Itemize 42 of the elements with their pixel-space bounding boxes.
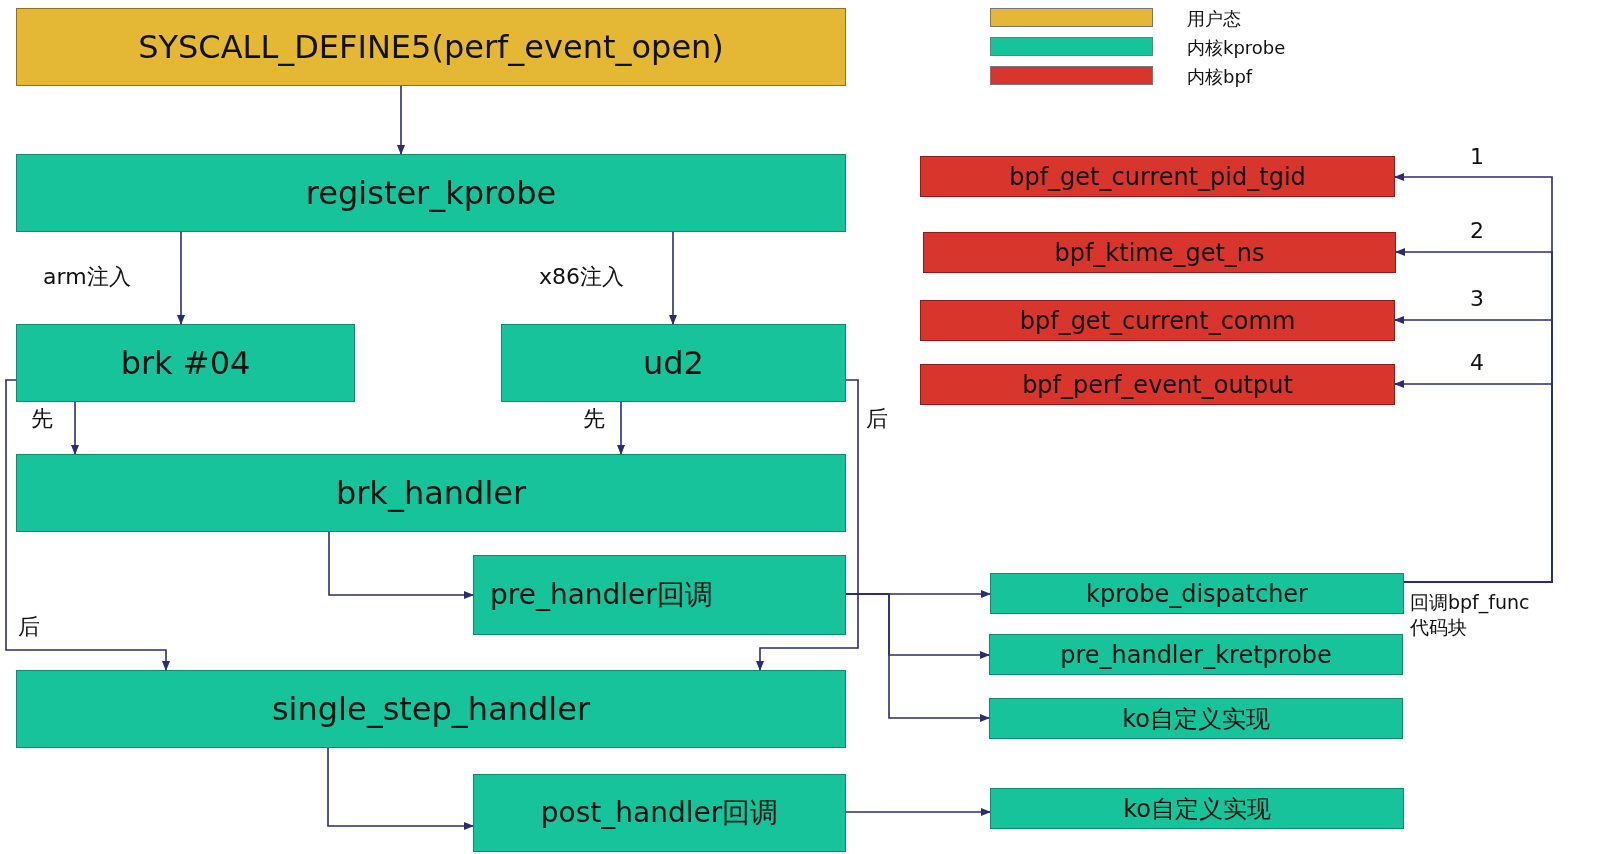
edge-label: 后 [18,613,40,641]
arrow [397,85,405,155]
legend-label: 内核kprobe [1187,36,1286,60]
instruction-box: brk #04 [16,324,355,402]
edge-label: 4 [1470,350,1484,375]
helper-box: bpf_ktime_get_ns [923,232,1396,273]
legend-label: 内核bpf [1187,65,1253,89]
edge-label: arm注入 [43,263,131,291]
arrow [5,379,170,671]
arrow [845,593,990,722]
arrow [617,401,625,455]
callback-box: pre_handler回调 [473,555,846,635]
instruction-box: ud2 [501,324,846,402]
helper-box: bpf_get_current_pid_tgid [920,156,1395,197]
arrow [756,379,859,671]
function-box: SYSCALL_DEFINE5(perf_event_open) [16,8,846,86]
arrow [327,747,474,830]
arrow [328,531,474,599]
edge-label: 3 [1470,286,1484,311]
function-box: ko自定义实现 [990,788,1404,829]
edge-label: 1 [1470,144,1484,169]
edge-label: 2 [1470,218,1484,243]
edge-label: 先 [31,405,53,433]
edge-label: 先 [583,405,605,433]
arrow [845,808,991,816]
function-box: brk_handler [16,454,846,532]
arrow [669,231,677,325]
edge-label: x86注入 [539,263,624,291]
callout-text: 回调bpf_func 代码块 [1410,590,1531,640]
edge-label: 后 [866,405,888,433]
helper-box: bpf_perf_event_output [920,364,1395,405]
function-box: register_kprobe [16,154,846,232]
function-box: ko自定义实现 [989,698,1403,739]
arrow [71,401,79,455]
function-box: single_step_handler [16,670,846,748]
arrow [1394,380,1553,583]
arrow [177,231,185,325]
callback-box: post_handler回调 [473,774,846,852]
function-box: pre_handler_kretprobe [989,634,1403,675]
legend-label: 用户态 [1187,7,1241,31]
function-box: kprobe_dispatcher [990,573,1404,614]
helper-box: bpf_get_current_comm [920,300,1395,341]
